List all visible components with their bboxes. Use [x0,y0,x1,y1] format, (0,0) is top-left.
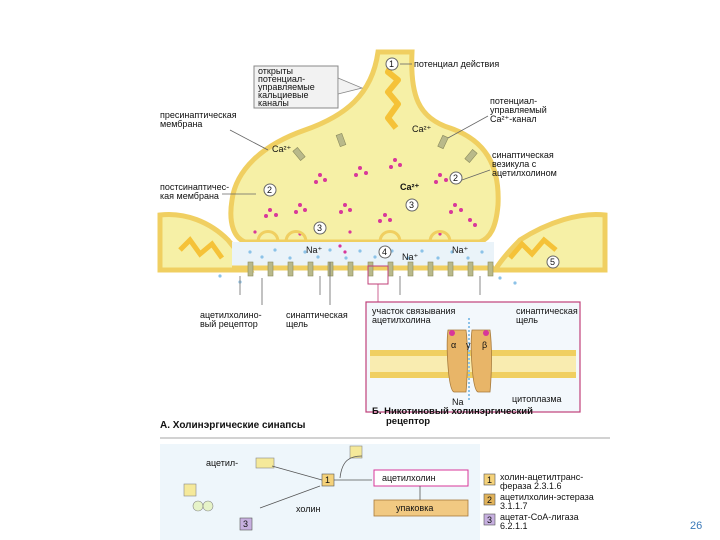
enzyme-2-num: 2 [487,495,492,505]
atp-circle [192,500,204,512]
section-b-title-2: рецептор [386,416,430,427]
enzyme-1-line-2: фераза 2.3.1.6 [500,481,561,491]
acetylcholine-box [373,469,469,487]
step-2-marker-left [263,183,277,197]
postsynaptic-label-2: кая мембрана [160,191,219,201]
left-propagation-arrow [178,236,225,260]
ach-receptor-label-1: ацетилхолино- [200,310,262,320]
ca-open-line-3: управляемые [258,82,315,92]
ppi-circle [202,500,214,512]
metabolism-panel [160,444,480,540]
step-1-marker [385,57,399,71]
ca-label-center: Ca²⁺ [400,182,420,192]
presynaptic-label-1: пресинаптическая [160,110,237,120]
ca-label-top: Ca²⁺ [412,124,432,134]
vesicle-label-2: везикула с [492,159,537,169]
coa-release-box [349,445,363,459]
binding-site-label-1: участок связывания [372,306,455,316]
packaging-box [373,499,469,517]
acetyl-label: ацетил- [206,458,238,468]
reaction-3-box [239,517,253,531]
subunit-gamma: γ [466,340,471,350]
voltage-ca-label-3: Ca²⁺-канал [490,114,537,124]
step-2-right: 2 [453,173,458,183]
action-potential-label: потенциал действия [414,59,499,69]
inset-cleft-label-1: синаптическая [516,306,578,316]
coa-box [255,457,275,469]
page-number: 26 [690,520,703,532]
binding-site-label-2: ацетилхолина [372,315,431,325]
enzyme-3-swatch [483,513,496,526]
ca-open-line-1: открыты [258,66,293,76]
packaging-label: упаковка [396,503,433,513]
docked-vesicles [256,230,452,243]
na-label-left: Na⁺ [306,245,323,255]
enzyme-1-num: 1 [487,475,492,485]
reaction-1-num: 1 [325,475,330,485]
ach-receptor-label-2: вый рецептор [200,319,258,329]
vesicle-label-3: ацетилхолином [492,168,557,178]
na-label-center: Na⁺ [402,252,419,262]
voltage-ca-label-1: потенциал- [490,96,537,106]
ca-open-line-5: каналы [258,98,289,108]
step-2-marker-right [449,171,463,185]
cleft-label-2: щель [286,319,308,329]
vesicles [253,158,477,254]
step-5: 5 [550,257,555,267]
reaction-3-num: 3 [243,519,248,529]
enzyme-1-swatch [483,473,496,486]
enzyme-2-line-2: 3.1.1.7 [500,501,528,511]
receptor-row [247,261,494,277]
ca-open-line-2: потенциал- [258,74,305,84]
voltage-ca-label-2: управляемый [490,105,547,115]
section-b-title-1: Б. Никотиновый холинэргический [372,406,533,417]
ion-flow-arrows [239,276,481,295]
nicotinic-receptor [446,318,492,400]
inset-na-label: Na [452,397,464,407]
acetate-box [183,483,197,497]
postsynaptic-label-1: постсинаптичес- [160,182,229,192]
enzyme-1-line-1: холин-ацетилтранс- [500,472,583,482]
vesicle-label-1: синаптическая [492,150,554,160]
enzyme-3-line-2: 6.2.1.1 [500,521,528,531]
enzyme-2-line-1: ацетилхолин-эстераза [500,492,594,502]
choline-label: холин [296,504,320,514]
ca-label-left: Ca²⁺ [272,144,292,154]
step-3-center: 3 [409,200,414,210]
right-propagation-arrow [508,236,558,260]
acetylcholine-label: ацетилхолин [382,473,436,483]
cleft-label-1: синаптическая [286,310,348,320]
presynaptic-label-2: мембрана [160,119,202,129]
section-a-title: А. Холинэргические синапсы [160,420,305,431]
step-2-left: 2 [267,185,272,195]
ca-channels-open-callout [253,65,339,109]
step-5-marker [546,255,560,269]
subunit-alpha-left: α [451,340,456,350]
step-4-marker [378,245,392,259]
action-potential-arrow [385,58,401,130]
step-4: 4 [382,247,387,257]
step-1-label: 1 [389,59,394,69]
enzyme-3-num: 3 [487,515,492,525]
ca-open-line-4: кальциевые [258,90,309,100]
enzyme-2-swatch [483,493,496,506]
inset-cytoplasm-label: цитоплазма [512,394,562,404]
ca-channels [292,132,478,163]
enzyme-3-line-1: ацетат-СоА-лигаза [500,512,579,522]
step-3-marker-center [405,198,419,212]
step-3-left: 3 [317,223,322,233]
inset-cleft-label-2: щель [516,315,538,325]
na-label-right: Na⁺ [452,245,469,255]
step-3-marker-left [313,221,327,235]
subunit-beta: β [482,340,487,350]
